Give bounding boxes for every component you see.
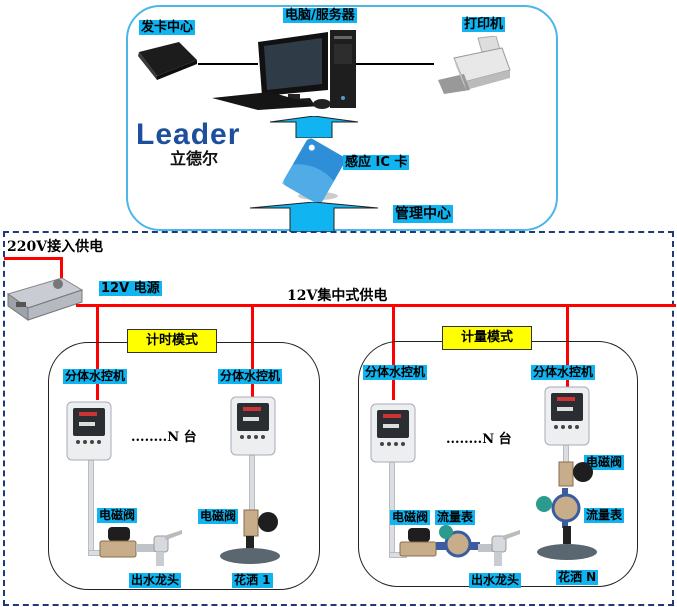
computer-icon [210, 28, 360, 110]
card-reader-icon [135, 40, 199, 80]
power-supply-icon [6, 276, 84, 322]
controller-label: 分体水控机 [63, 369, 128, 384]
water-controller-icon [543, 385, 591, 447]
water-controller-icon [369, 402, 417, 464]
water-pipe [88, 460, 94, 554]
power-input-line-vertical [60, 257, 63, 283]
water-controller-icon [229, 395, 277, 457]
printer-icon [434, 35, 514, 94]
logo-text-cn: 立德尔 [170, 149, 219, 168]
arrow-up-icon [249, 201, 379, 233]
controller-label: 分体水控机 [218, 369, 283, 384]
valve-label: 电磁阀 [390, 510, 431, 525]
leader-logo: Leader 立德尔 [136, 118, 241, 169]
solenoid-valve-icon [398, 526, 438, 558]
outlet-label: 花洒 N [556, 570, 599, 585]
water-controller-icon [65, 400, 113, 462]
outlet-label: 出水龙头 [469, 573, 522, 588]
count-label: ........N 台 [446, 432, 512, 447]
ic-card-icon [280, 136, 350, 206]
solenoid-valve-icon [98, 525, 138, 559]
shower-head-icon [535, 526, 599, 562]
valve-label: 电磁阀 [97, 508, 138, 523]
card-issuer-label: 发卡中心 [139, 20, 196, 35]
server-label: 电脑/服务器 [283, 8, 357, 23]
power-input-label: 220V接入供电 [7, 239, 104, 255]
bus-label: 12V集中式供电 [287, 288, 388, 304]
faucet-icon [478, 526, 524, 568]
valve-label: 电磁阀 [198, 509, 239, 524]
power-drop-line [251, 305, 254, 400]
mode-label-timing: 计时模式 [127, 329, 217, 353]
connection-line-issuer [198, 63, 258, 65]
power-drop-line [566, 305, 569, 395]
solenoid-valve-icon [242, 508, 280, 538]
flow-meter-icon [534, 488, 584, 528]
power-drop-line [96, 305, 99, 400]
printer-label: 打印机 [462, 17, 506, 32]
controller-label: 分体水控机 [363, 365, 428, 380]
power-bus-line [76, 304, 676, 307]
connection-line-printer [356, 63, 434, 65]
meter-label: 流量表 [584, 508, 625, 523]
faucet-icon [136, 526, 186, 568]
water-pipe [249, 455, 255, 513]
flow-meter-icon [436, 524, 480, 560]
outlet-label: 花洒 1 [232, 573, 273, 588]
psu-label: 12V 电源 [99, 281, 162, 296]
power-input-line [4, 257, 62, 260]
ic-card-label: 感应 IC 卡 [343, 155, 410, 170]
outlet-label: 出水龙头 [129, 573, 182, 588]
management-center-label: 管理中心 [393, 205, 453, 223]
controller-label: 分体水控机 [531, 365, 596, 380]
water-pipe [389, 462, 395, 556]
meter-label: 流量表 [435, 510, 476, 525]
management-center-panel [126, 5, 558, 231]
arrow-up-icon [269, 115, 359, 139]
site-dashed-border [3, 231, 674, 606]
shower-head-icon [218, 536, 282, 566]
solenoid-valve-icon [557, 460, 595, 488]
count-label: ........N 台 [131, 430, 197, 445]
mode-label-metering: 计量模式 [442, 326, 532, 350]
valve-label: 电磁阀 [584, 455, 625, 470]
logo-text-en: Leader [136, 118, 241, 151]
